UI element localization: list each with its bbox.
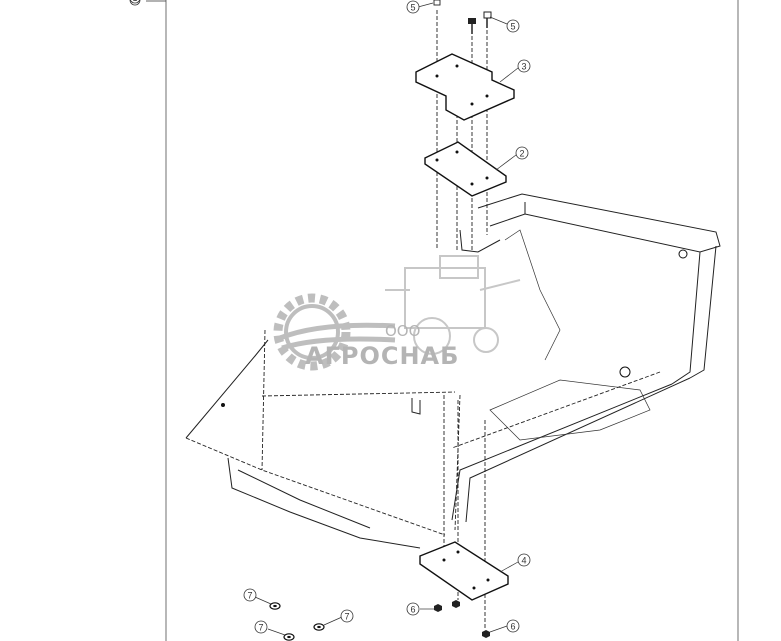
callout-7-right: 7 — [340, 609, 354, 623]
harvester-icon — [385, 255, 521, 355]
gear-icon — [273, 293, 396, 371]
frame-assembly — [185, 193, 721, 549]
nut-parts — [434, 600, 490, 638]
plate-part-3 — [415, 53, 515, 121]
frame-lines — [129, 0, 739, 641]
watermark-line1: ООО — [385, 322, 420, 340]
svg-text:2: 2 — [520, 149, 525, 159]
callout-7-bottom: 7 — [254, 620, 268, 634]
svg-text:7: 7 — [248, 591, 253, 601]
callout-6-left: 6 — [406, 602, 420, 616]
svg-text:7: 7 — [259, 623, 264, 633]
callout-5-right: 5 — [506, 19, 520, 33]
svg-text:5: 5 — [411, 3, 416, 13]
watermark-line2: АГРОСНАБ — [305, 342, 459, 370]
callout-7-top: 7 — [243, 588, 257, 602]
callout-4: 4 — [517, 553, 531, 567]
svg-text:6: 6 — [411, 605, 416, 615]
bolt-icon — [433, 0, 441, 6]
svg-text:5: 5 — [511, 22, 516, 32]
svg-text:3: 3 — [522, 62, 527, 72]
assembly-axis-lines — [261, 10, 488, 630]
svg-text:1: 1 — [133, 0, 138, 3]
plate-part-4 — [419, 541, 509, 601]
callout-3: 3 — [517, 59, 531, 73]
bolt-parts — [433, 0, 492, 34]
nut-icon — [482, 630, 490, 638]
svg-text:4: 4 — [522, 556, 527, 566]
nut-icon — [434, 604, 442, 612]
bolt-icon — [468, 18, 476, 34]
washer-parts — [269, 602, 325, 641]
callout-1: 1 — [129, 0, 141, 4]
watermark: ООО АГРОСНАБ — [273, 255, 521, 371]
callout-2: 2 — [515, 146, 529, 160]
nut-icon — [452, 600, 460, 608]
bolt-icon — [483, 11, 492, 28]
svg-text:7: 7 — [345, 612, 350, 622]
leader-lines — [254, 2, 519, 636]
callout-6-right: 6 — [506, 619, 520, 633]
plate-part-2 — [424, 141, 507, 197]
callout-labels: 1 5 5 3 2 4 6 6 — [129, 0, 531, 634]
callout-5-left: 5 — [406, 0, 420, 14]
svg-text:6: 6 — [511, 622, 516, 632]
